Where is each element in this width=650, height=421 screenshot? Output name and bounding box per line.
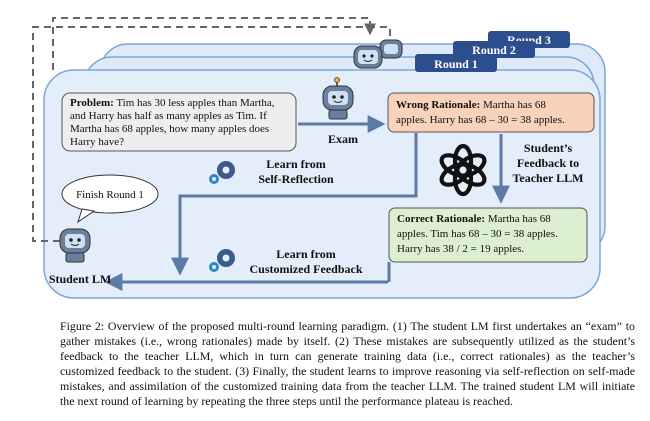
correct-rationale-line-1: Martha has 68 — [485, 213, 551, 225]
learn-self-reflection-line-2: Self-Reflection — [258, 172, 334, 186]
svg-text:Problem: Tim has 30 less apple: Problem: Tim has 30 less apples than Mar… — [70, 97, 275, 109]
round-1-tab — [415, 54, 497, 72]
exam-label: Exam — [328, 132, 358, 146]
problem-line-1: Tim has 30 less apples than Martha, — [114, 97, 275, 109]
student-lm-label: Student LM — [49, 272, 111, 286]
multi-round-learning-diagram: Round 3 Round 2 Round 1 Problem: Tim has… — [32, 17, 606, 299]
svg-text:Wrong Rationale: Martha has 68: Wrong Rationale: Martha has 68 — [396, 99, 546, 111]
student-feedback-line-2: Feedback to — [517, 156, 579, 170]
customized-feedback-gear-icon — [209, 249, 235, 272]
problem-label: Problem: — [70, 97, 114, 109]
next-round-dashed-arrow — [32, 26, 391, 242]
round-1-label: Round 1 — [434, 57, 478, 71]
next-round-dashed-arrow-2 — [52, 17, 376, 70]
self-reflection-arrow — [171, 133, 418, 276]
learn-customized-feedback-line-1: Learn from — [276, 247, 335, 261]
correct-rationale-label: Correct Rationale: — [397, 213, 485, 225]
wrong-rationale-box: Wrong Rationale: Martha has 68 apples. H… — [387, 92, 595, 133]
round-2-label: Round 2 — [472, 43, 516, 57]
learn-customized-feedback-line-2: Customized Feedback — [250, 262, 363, 276]
svg-text:Correct Rationale: Martha has: Correct Rationale: Martha has 68 — [397, 213, 551, 225]
wrong-rationale-label: Wrong Rationale: — [396, 99, 480, 111]
figure-caption: Figure 2: Overview of the proposed multi… — [60, 319, 635, 408]
finish-round-text: Finish Round 1 — [76, 189, 144, 201]
exam-robot-icon — [322, 77, 354, 120]
stacked-robot-icons — [353, 39, 403, 69]
student-feedback-line-3: Teacher LLM — [513, 171, 584, 185]
student-robot-icon — [59, 228, 91, 263]
problem-line-3: Martha has 68 apples, how many apples do… — [70, 123, 269, 135]
round-2-tab — [453, 41, 535, 58]
teacher-llm-logo-icon — [439, 143, 487, 197]
student-feedback-line-1: Student’s — [524, 141, 573, 155]
correct-rationale-box: Correct Rationale: Martha has 68 apples.… — [388, 207, 588, 263]
self-reflection-gear-icon — [209, 161, 235, 184]
correct-rationale-line-3: Harry has 38 / 2 = 19 apples. — [397, 243, 524, 255]
problem-line-4: Harry have? — [70, 136, 124, 148]
wrong-rationale-line-2: apples. Harry has 68 – 30 = 38 apples. — [396, 114, 565, 126]
problem-line-2: and Harry has half as many apples as Tim… — [70, 110, 267, 122]
correct-rationale-line-2: apples. Tim has 68 – 30 = 38 apples. — [397, 228, 558, 240]
problem-box: Problem: Tim has 30 less apples than Mar… — [61, 92, 297, 152]
learn-self-reflection-line-1: Learn from — [266, 157, 325, 171]
finish-round-bubble: Finish Round 1 — [61, 174, 159, 224]
wrong-rationale-line-1: Martha has 68 — [480, 99, 546, 111]
